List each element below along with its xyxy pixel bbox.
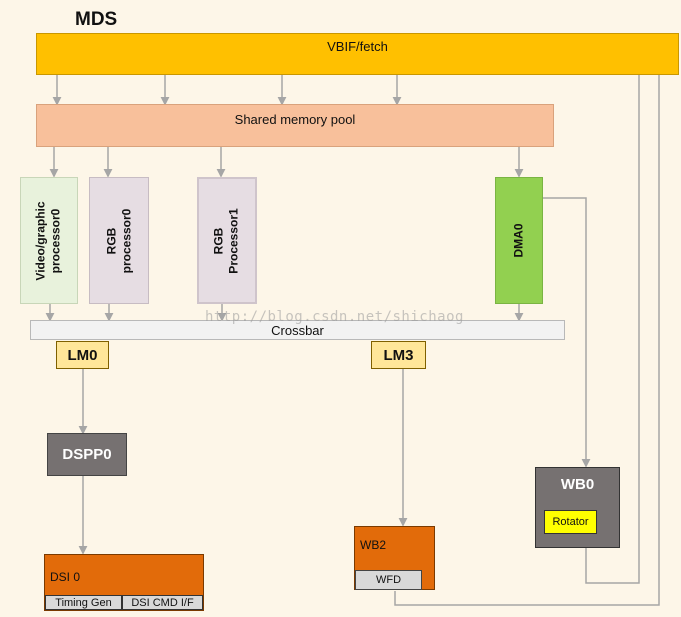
wfd-label: WFD <box>375 574 402 586</box>
wire-wb0-vbif <box>585 75 640 584</box>
timing-gen-block: Timing Gen <box>45 595 122 610</box>
shared-memory-pool-label: Shared memory pool <box>234 112 356 127</box>
video-graphic-processor0-label: Video/graphic processor0 <box>34 200 64 281</box>
vbif-fetch-block: VBIF/fetch <box>36 33 679 75</box>
timing-gen-label: Timing Gen <box>55 596 112 609</box>
wb0-label: WB0 <box>560 476 595 493</box>
dsi-cmd-if-label: DSI CMD I/F <box>131 596 194 609</box>
dspp0-block: DSPP0 <box>47 433 127 476</box>
vbif-fetch-label: VBIF/fetch <box>327 39 388 54</box>
lm3-block: LM3 <box>371 341 426 369</box>
dsi0-block: DSI 0 Timing Gen DSI CMD I/F <box>44 554 204 611</box>
rgb-processor1-label: RGB Processor1 <box>212 207 241 274</box>
dsi0-label: DSI 0 <box>50 570 81 584</box>
shared-memory-pool-block: Shared memory pool <box>36 104 554 147</box>
rgb-processor0-block: RGB processor0 <box>89 177 149 304</box>
wire-dma-wb0 <box>543 197 591 468</box>
wb2-block: WB2 WFD <box>354 526 435 590</box>
dsi-cmd-if-block: DSI CMD I/F <box>122 595 203 610</box>
diagram-title: MDS <box>75 9 118 30</box>
video-graphic-processor0-block: Video/graphic processor0 <box>20 177 78 304</box>
wire-wfd-vbif <box>394 75 660 606</box>
dma0-block: DMA0 <box>495 177 543 304</box>
rotator-block: Rotator <box>544 510 597 534</box>
rgb-processor1-block: RGB Processor1 <box>197 177 257 304</box>
wb2-label: WB2 <box>360 538 387 552</box>
wfd-block: WFD <box>355 570 422 590</box>
rgb-processor0-label: RGB processor0 <box>104 208 134 273</box>
dspp0-label: DSPP0 <box>62 446 112 463</box>
wb0-block: WB0 Rotator <box>535 467 620 548</box>
rotator-label: Rotator <box>552 516 589 528</box>
lm3-label: LM3 <box>383 346 414 364</box>
crossbar-label: Crossbar <box>271 322 324 338</box>
watermark-text: http://blog.csdn.net/shichaog <box>205 309 464 325</box>
crossbar-block: Crossbar <box>30 320 565 340</box>
lm0-label: LM0 <box>67 346 98 364</box>
dma0-label: DMA0 <box>511 223 526 258</box>
lm0-block: LM0 <box>56 341 109 369</box>
